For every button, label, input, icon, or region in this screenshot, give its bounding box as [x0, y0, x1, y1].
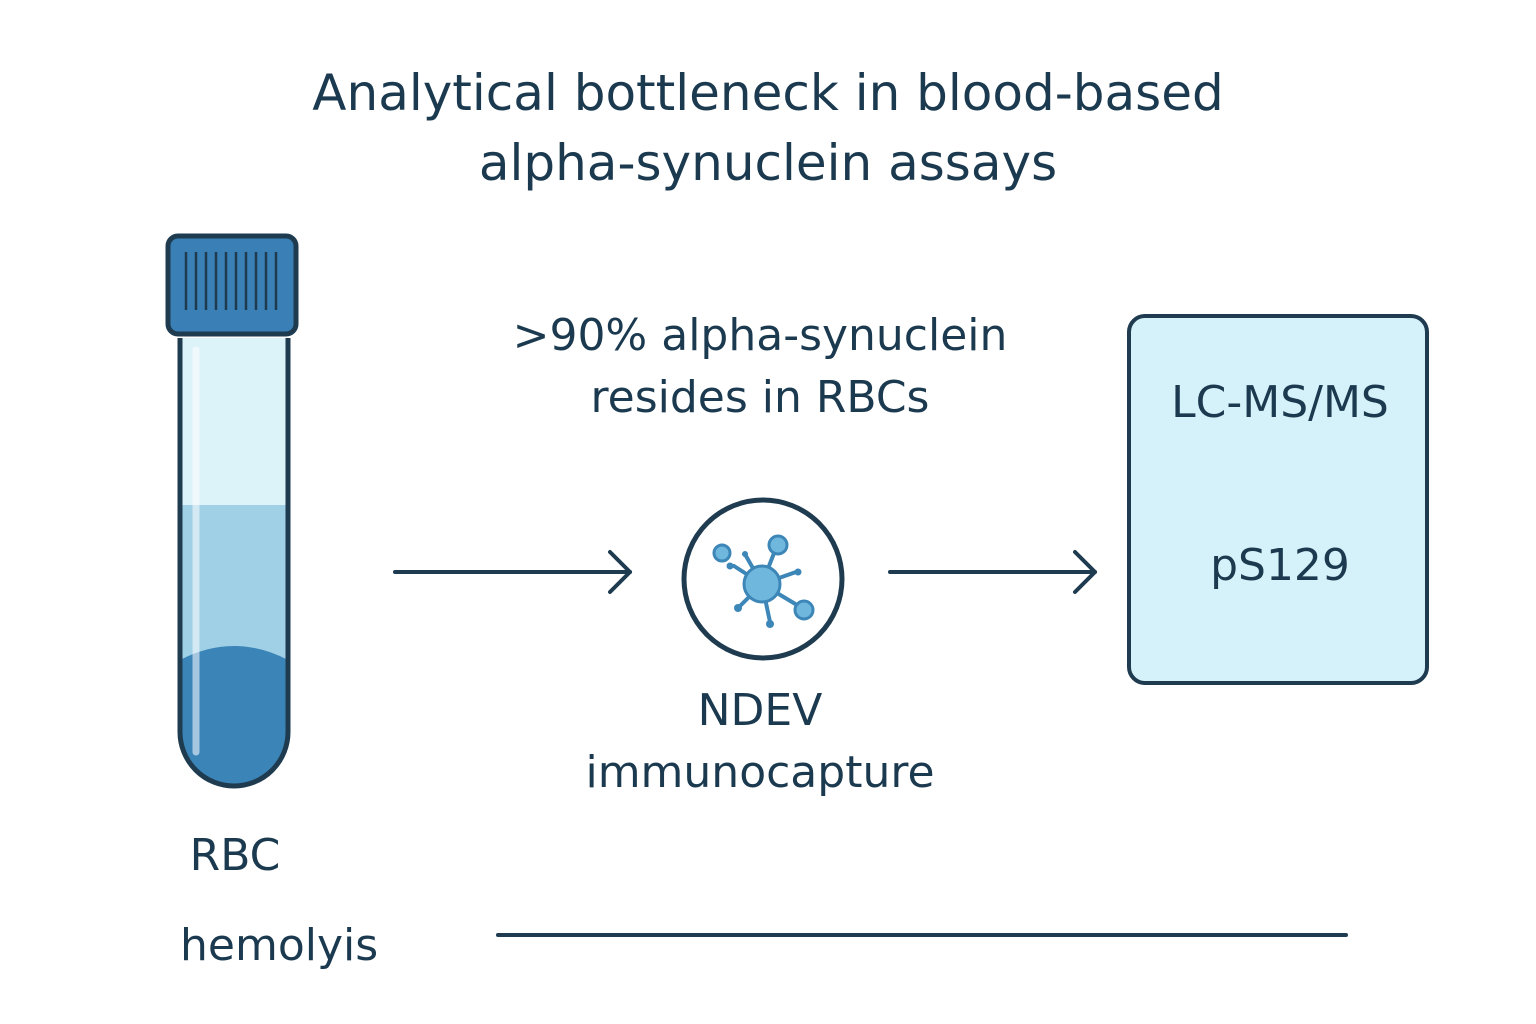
arrow-right-icon — [888, 550, 1097, 594]
blood-collection-tube-icon — [165, 233, 299, 789]
title-line-2: alpha-synuclein assays — [478, 134, 1058, 192]
capture-line-1: NDEV — [697, 685, 823, 736]
result-marker-label: pS129 — [1210, 540, 1350, 591]
capture-line-2: immunocapture — [585, 747, 935, 798]
tube-label-hemolysis: hemolyis — [180, 920, 379, 971]
title-line-1: Analytical bottleneck in blood-based — [312, 64, 1224, 122]
rbc-distribution-note: >90% alpha-synuclein resides in RBCs — [460, 305, 1060, 429]
note-line-2: resides in RBCs — [590, 372, 930, 423]
result-method-label: LC-MS/MS — [1171, 377, 1389, 428]
arrow-right-icon — [393, 550, 632, 594]
capture-label: NDEV immunocapture — [520, 680, 1000, 804]
diagram-title: Analytical bottleneck in blood-based alp… — [0, 58, 1536, 198]
extracellular-vesicle-icon — [681, 497, 845, 661]
note-line-1: >90% alpha-synuclein — [512, 310, 1008, 361]
tube-label-rbc: RBC — [189, 830, 281, 881]
result-box — [1127, 314, 1429, 685]
